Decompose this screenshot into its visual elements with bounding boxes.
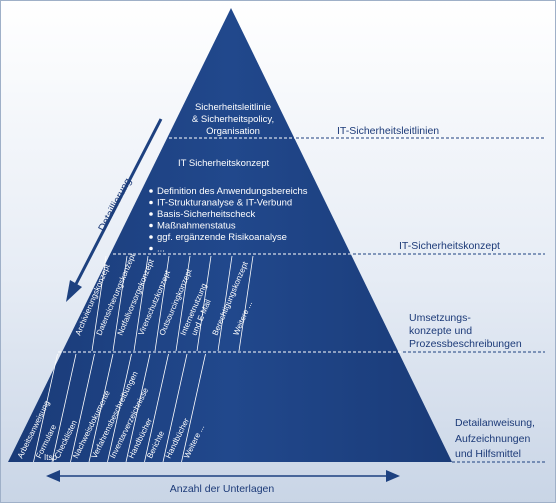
column-divider [181, 353, 206, 463]
bullet-dot-icon [149, 246, 153, 251]
label-level-4-line-2: Aufzeichnungen [455, 433, 530, 445]
pyramid-body [8, 8, 452, 462]
column-divider [112, 255, 128, 352]
apex-text-group: Sicherheitsleitlinie & Sicherheitspolicy… [192, 102, 274, 137]
column-divider [133, 255, 149, 352]
bullet-dot-icon [149, 223, 153, 228]
bullet-dot-icon [149, 212, 153, 216]
bullet-dot-icon [149, 200, 153, 205]
label-level-3-line-2: konzepte und [409, 325, 472, 337]
concept-bullet: ... [157, 244, 165, 255]
column-divider [175, 255, 191, 352]
column-divider [107, 353, 132, 463]
column-divider [51, 353, 77, 463]
column-divider [217, 255, 233, 352]
detail-arrow-head-icon [66, 280, 82, 302]
apex-line-2: & Sicherheitspolicy, [192, 114, 274, 125]
count-arrow-label: Anzahl der Unterlagen [170, 483, 275, 495]
column-divider [162, 353, 188, 463]
concept-bullet: Basis-Sicherheitscheck [157, 209, 255, 220]
corner-text: Itsp [44, 453, 57, 462]
column-divider [91, 255, 107, 352]
count-arrow: Anzahl der Unterlagen [46, 470, 400, 495]
bullet-dot-icon [149, 235, 153, 239]
concept-bullet: Maßnahmenstatus [157, 221, 236, 232]
column-divider [70, 353, 95, 463]
label-level-4-line-1: Detailanweisung, [455, 417, 535, 429]
concept-bullet: ggf. ergänzende Risikoanalyse [157, 232, 287, 243]
apex-line-1: Sicherheitsleitlinie [195, 102, 271, 113]
label-level-3-line-3: Prozessbeschreibungen [409, 338, 522, 350]
concept-bullet: IT-Strukturanalyse & IT-Verbund [157, 198, 292, 209]
column-divider [125, 353, 151, 463]
column-divider [238, 255, 254, 352]
concept-title: IT Sicherheitskonzept [178, 158, 270, 169]
label-level-2: IT-Sicherheitskonzept [399, 240, 500, 252]
concept-bullet: Definition des Anwendungsbereichs [157, 186, 308, 197]
column-divider [196, 255, 212, 352]
count-arrow-right-head-icon [386, 470, 400, 482]
apex-line-3: Organisation [206, 126, 260, 137]
label-level-1: IT-Sicherheitsleitlinien [337, 125, 439, 137]
label-level-4-line-3: und Hilfsmittel [455, 448, 521, 460]
column-divider [88, 353, 114, 463]
label-level-3-line-1: Umsetzungs- [409, 312, 471, 324]
column-divider [154, 255, 170, 352]
concept-bullet-list: Definition des AnwendungsbereichsIT-Stru… [149, 186, 308, 255]
detail-arrow-shaft [73, 118, 163, 287]
column-divider [144, 353, 169, 463]
bullet-dot-icon [149, 189, 153, 193]
column-divider [33, 353, 58, 463]
count-arrow-left-head-icon [46, 470, 60, 482]
